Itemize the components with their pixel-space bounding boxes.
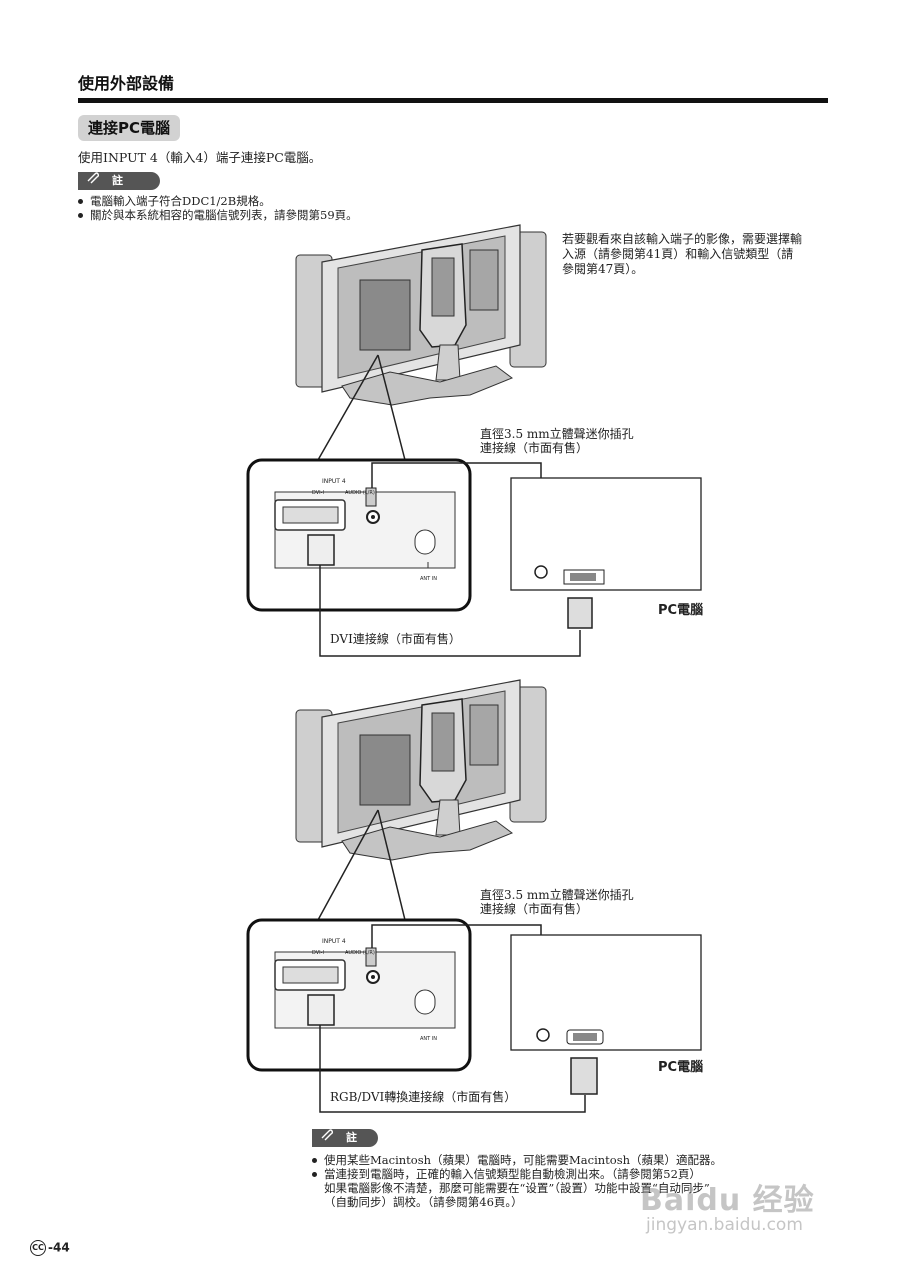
pc-label: PC電腦 (658, 603, 704, 618)
mini-plug (365, 487, 377, 507)
audio-cable-label-line: 直徑3.5 mm立體聲迷你插孔 (480, 427, 634, 441)
tv-rear-illustration (295, 224, 547, 406)
note-item-continued: （自動同步）調校。（請參閱第46頁。） (324, 1195, 523, 1209)
page-number-text: -44 (48, 1240, 70, 1255)
port-text: AUDIO (L/R) (345, 490, 375, 496)
port-text: ANT IN (420, 576, 437, 582)
dvi-plug (307, 534, 335, 566)
pc-dvi-plug (567, 597, 593, 629)
pc-vga-plug (570, 1057, 598, 1095)
dvi-cable (319, 565, 581, 657)
side-instruction: 若要觀看來自該輸入端子的影像，需要選擇輸入源（請參閱第41頁）和輸入信號類型（請… (562, 232, 803, 276)
audio-cable-label-line: 直徑3.5 mm立體聲迷你插孔 (480, 888, 634, 902)
pc-label: PC電腦 (658, 1060, 704, 1075)
port-text: INPUT 4 (322, 478, 346, 485)
rgb-dvi-cable-label: RGB/DVI轉換連接線（市面有售） (330, 1090, 517, 1104)
mini-plug (365, 947, 377, 967)
port-text: AUDIO (L/R) (345, 950, 375, 956)
paperclip-icon (320, 1129, 334, 1147)
note-list: 電腦輸入端子符合DDC1/2B規格。 關於與本系統相容的電腦信號列表，請參閱第5… (78, 194, 498, 222)
port-text: ANT IN (420, 1036, 437, 1042)
port-text: INPUT 4 (322, 938, 346, 945)
antenna-port (414, 529, 436, 555)
paperclip-icon (86, 172, 100, 190)
note-item: 當連接到電腦時，正確的輸入信號類型能自動檢測出來。（請參閱第52頁） (312, 1167, 832, 1181)
page-header-title: 使用外部設備 (78, 74, 175, 93)
tv-rear-illustration (295, 679, 547, 861)
note-tag-label: 註 (112, 174, 123, 187)
note-item-continued: 如果電腦影像不清楚，那麼可能需要在“设置”（設置）功能中設置“自动同步” (324, 1181, 710, 1195)
watermark: Baidu 经验 jingyan.baidu.com (640, 1175, 815, 1235)
note-item: 關於與本系統相容的電腦信號列表，請參閱第59頁。 (78, 208, 498, 222)
note-tag-label: 註 (346, 1131, 357, 1144)
watermark-brand: Baidu 经验 (640, 1183, 815, 1218)
dvi-plug (307, 994, 335, 1026)
region-badge: CC (30, 1240, 46, 1256)
audio-cable-label-line: 連接線（市面有售） (480, 902, 589, 916)
section-intro: 使用INPUT 4（輸入4）端子連接PC電腦。 (78, 150, 322, 165)
note-item: 電腦輸入端子符合DDC1/2B規格。 (78, 194, 498, 208)
audio-cable-label: 直徑3.5 mm立體聲迷你插孔 連接線（市面有售） (480, 888, 634, 916)
rgb-dvi-cable (319, 1025, 586, 1113)
dvi-cable-label: DVI連接線（市面有售） (330, 632, 461, 646)
note-tag: 註 (312, 1129, 378, 1147)
audio-cable-label-line: 連接線（市面有售） (480, 441, 589, 455)
port-text: DVI-I (312, 950, 324, 956)
note-tag: 註 (78, 172, 160, 190)
note-list: 使用某些Macintosh（蘋果）電腦時，可能需要Macintosh（蘋果）適配… (312, 1153, 832, 1209)
section-title: 連接PC電腦 (78, 115, 181, 141)
header-rule (78, 98, 828, 103)
audio-cable-label: 直徑3.5 mm立體聲迷你插孔 連接線（市面有售） (480, 427, 634, 455)
note-item: 使用某些Macintosh（蘋果）電腦時，可能需要Macintosh（蘋果）適配… (312, 1153, 832, 1167)
antenna-port (414, 989, 436, 1015)
port-text: DVI-I (312, 490, 324, 496)
watermark-url: jingyan.baidu.com (646, 1215, 803, 1235)
page-number: CC-44 (30, 1240, 70, 1256)
